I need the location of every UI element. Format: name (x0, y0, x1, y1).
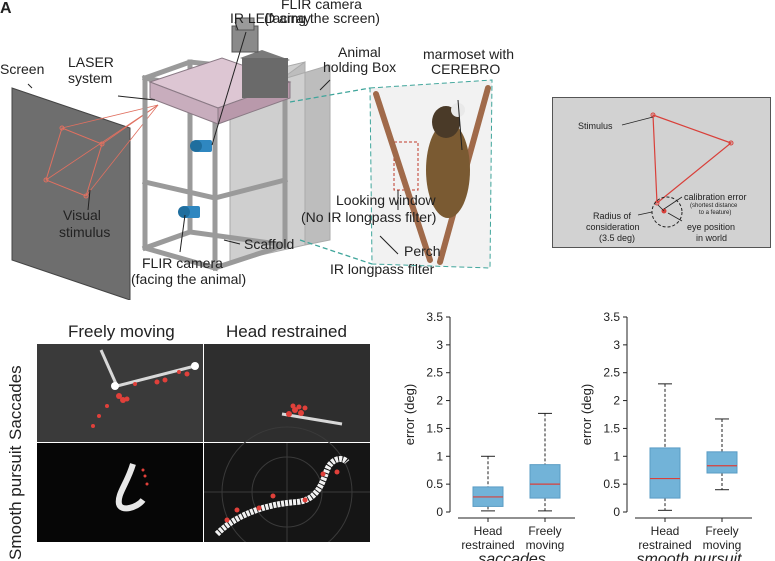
laser-label-1: LASER (68, 54, 114, 70)
row-saccades-label: Saccades (6, 365, 25, 440)
y-tick-label: 0.5 (603, 477, 620, 491)
perch-label: Perch (404, 243, 441, 259)
cal-error-sub2: to a feature) (699, 210, 732, 216)
image-head-saccades (204, 344, 370, 442)
box-iqr (706, 451, 738, 474)
image-freely-saccades (37, 344, 203, 442)
x-tick-label: Freely (528, 524, 561, 538)
eye-label-2: in world (696, 233, 728, 243)
flir-camera-screen (190, 140, 212, 152)
x-tick-label: Freely (705, 524, 738, 538)
cal-error-label: calibration error (684, 192, 747, 202)
rig-illustration (11, 17, 493, 300)
stimulus-triangle (652, 114, 733, 205)
visual-label-2: stimulus (59, 224, 111, 240)
y-tick-label: 0 (613, 505, 620, 519)
flir-screen-label-1: FLIR camera (281, 0, 362, 12)
window-label-2: (No IR longpass filter) (301, 209, 437, 225)
y-tick-label: 3.5 (603, 310, 620, 324)
laser-label-2: system (68, 70, 113, 86)
y-tick-label: 2.5 (426, 366, 443, 380)
x-tick-label: moving (703, 538, 742, 552)
eye-tracking-images (37, 344, 370, 542)
flir-camera-animal (178, 206, 200, 218)
y-tick-label: 1.5 (603, 421, 620, 435)
box-iqr (529, 464, 561, 499)
y-tick-label: 0 (436, 505, 443, 519)
screen-panel (11, 87, 131, 300)
flir-animal-label-1: FLIR camera (142, 255, 223, 271)
box-iqr (649, 447, 681, 499)
flir-screen-label-2: (facing the screen) (264, 10, 380, 26)
box-label-1: Animal (338, 44, 381, 60)
radius-label-3: (3.5 deg) (599, 233, 636, 243)
window-label-1: Looking window (336, 192, 436, 208)
y-tick-label: 2.5 (603, 366, 620, 380)
radius-label-1: Radius of (593, 211, 632, 221)
chart-title: smooth pursuit (637, 551, 742, 561)
panel-letter-a: A (0, 0, 12, 17)
box-label-2: holding Box (323, 59, 397, 75)
x-tick-label: restrained (638, 538, 691, 552)
eye-label-1: eye position (687, 222, 736, 232)
flir-animal-label-2: (facing the animal) (131, 271, 247, 287)
y-tick-label: 1 (613, 449, 620, 463)
scaffold-label: Scaffold (244, 236, 295, 252)
ir-led-label: IR LED array (230, 10, 311, 26)
x-tick-label: Head (474, 524, 503, 538)
y-tick-label: 3 (436, 338, 443, 352)
y-tick-label: 3.5 (426, 310, 443, 324)
col-freely-label: Freely moving (68, 322, 175, 341)
radius-label-2: consideration (586, 222, 640, 232)
x-tick-label: restrained (461, 538, 514, 552)
col-head-label: Head restrained (226, 322, 347, 341)
stimulus-label: Stimulus (578, 121, 613, 131)
visual-label-1: Visual (63, 207, 101, 223)
chart-title: saccades (478, 551, 546, 561)
cal-error-sub: (shortest distance (690, 203, 738, 209)
y-tick-label: 1.5 (426, 421, 443, 435)
y-tick-label: 3 (613, 338, 620, 352)
ir-filter-label: IR longpass filter (330, 261, 435, 277)
y-tick-label: 2 (436, 394, 443, 408)
marmoset-label-2: CEREBRO (431, 61, 501, 77)
marmoset-label-1: marmoset with (423, 46, 515, 62)
calibration-schematic (552, 97, 771, 248)
row-pursuit-label: Smooth pursuit (6, 445, 25, 560)
y-tick-label: 2 (613, 394, 620, 408)
y-tick-label: 0.5 (426, 477, 443, 491)
screen-label: Screen (0, 61, 45, 77)
y-tick-label: 1 (436, 449, 443, 463)
y-axis-label: error (deg) (402, 384, 417, 445)
y-axis-label: error (deg) (579, 384, 594, 445)
x-tick-label: moving (526, 538, 565, 552)
x-tick-label: Head (651, 524, 680, 538)
